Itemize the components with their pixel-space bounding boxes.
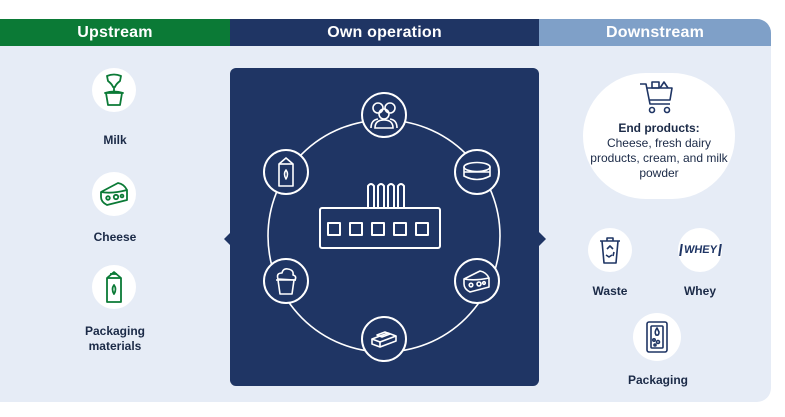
- butter-icon: [361, 316, 407, 362]
- downstream-label-packaging: Packaging: [627, 373, 689, 387]
- left-connector: [224, 232, 231, 246]
- right-connector: [539, 232, 546, 246]
- people-group-icon: [361, 92, 407, 138]
- downstream-header: Downstream: [539, 19, 771, 46]
- upstream-label-packaging-materials: Packaging materials: [84, 324, 146, 353]
- end-products-description: Cheese, fresh dairy products, cream, and…: [590, 136, 728, 180]
- whey-icon-text: WHEY: [678, 244, 722, 256]
- milk-carton-icon: [263, 149, 309, 195]
- downstream-label-waste: Waste: [592, 284, 628, 298]
- packaging-icon: [633, 313, 681, 361]
- own-operation-header: Own operation: [230, 19, 539, 46]
- shopping-cart-icon: [640, 81, 673, 114]
- whey-icon: WHEY: [678, 228, 722, 272]
- downstream-label-whey: Whey: [683, 284, 716, 298]
- end-products-bubble: [583, 73, 735, 199]
- milk-carton-icon: [92, 265, 136, 309]
- upstream-label-milk: Milk: [103, 133, 127, 147]
- milk-bucket-icon: [92, 68, 136, 112]
- cheese-wheel-icon: [454, 149, 500, 195]
- cheese-icon: [92, 172, 136, 216]
- recycle-bin-icon: [588, 228, 632, 272]
- upstream-header: Upstream: [0, 19, 230, 46]
- ice-cream-icon: [263, 258, 309, 304]
- upstream-label-cheese: Cheese: [93, 230, 137, 244]
- end-products-title: End products:: [618, 121, 700, 135]
- factory-icon: [319, 183, 441, 249]
- cheese-wedge-icon: [454, 258, 500, 304]
